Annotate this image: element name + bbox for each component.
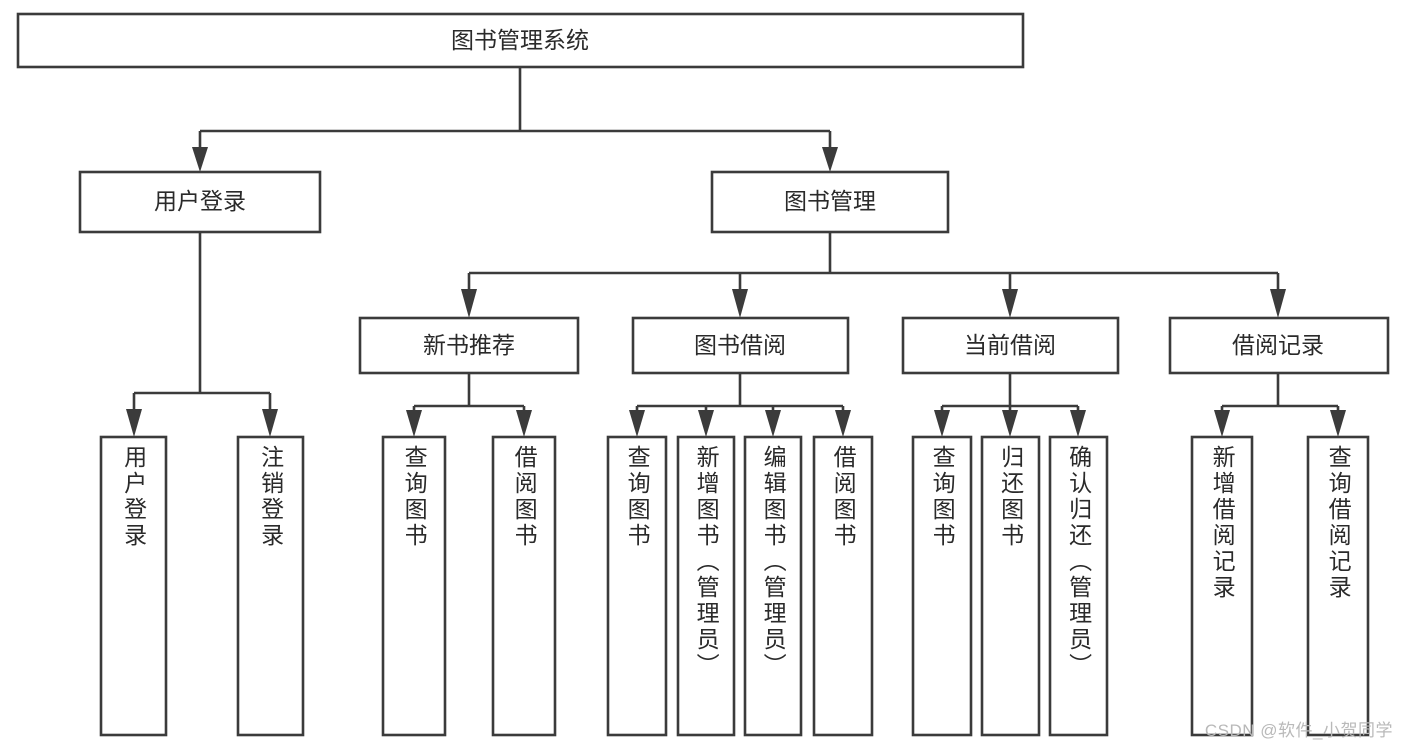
leaf-user-login-login-box[interactable] xyxy=(99,435,168,737)
leaf-currentborrow-query-label: 查询图书 xyxy=(929,445,956,549)
leaf-user-login-login-label: 用户登录 xyxy=(120,445,147,549)
leaf-bookborrow-query[interactable]: 查询图书 xyxy=(606,435,668,737)
arrow-head-newbook-leaf1 xyxy=(406,410,422,437)
leaf-bookborrow-query-label: 查询图书 xyxy=(624,445,651,549)
node-new-book-recommend[interactable]: 新书推荐 xyxy=(358,316,580,375)
leaf-newbook-query[interactable]: 查询图书 xyxy=(381,435,447,737)
arrow-head-borrow-records xyxy=(1270,289,1286,318)
leaf-bookborrow-query-label-wrap: 查询图书 xyxy=(624,445,651,549)
leaf-records-query-box[interactable] xyxy=(1306,435,1370,737)
leaf-currentborrow-query-box[interactable] xyxy=(911,435,973,737)
leaf-records-add-label: 新增借阅记录 xyxy=(1209,445,1236,601)
leaf-records-add-label-wrap: 新增借阅记录 xyxy=(1209,445,1236,601)
leaf-records-query-label: 查询借阅记录 xyxy=(1325,445,1352,601)
leaf-newbook-borrow-box[interactable] xyxy=(491,435,557,737)
arrow-head-book-mgmt xyxy=(822,147,838,172)
arrow-head-book-borrow xyxy=(732,289,748,318)
leaf-currentborrow-confirm-box[interactable] xyxy=(1048,435,1109,737)
arrow-head-borrowrecords-leaf2 xyxy=(1330,410,1346,437)
arrow-head-currentborrow-leaf1 xyxy=(934,410,950,437)
node-borrow-records[interactable]: 借阅记录 xyxy=(1168,316,1390,375)
leaf-bookborrow-edit-box[interactable] xyxy=(743,435,803,737)
leaf-currentborrow-return-label: 归还图书 xyxy=(997,445,1024,549)
leaf-bookborrow-add-label-wrap: 新增图书（管理员） xyxy=(693,445,720,679)
node-book-borrow-label: 图书借阅 xyxy=(694,332,786,358)
connector-layer xyxy=(126,67,1346,437)
node-book-borrow-box[interactable] xyxy=(631,316,850,375)
leaf-bookborrow-query-box[interactable] xyxy=(606,435,668,737)
arrow-head-bookborrow-leaf3 xyxy=(765,410,781,437)
leaf-records-add[interactable]: 新增借阅记录 xyxy=(1190,435,1254,737)
leaf-records-query[interactable]: 查询借阅记录 xyxy=(1306,435,1370,737)
leaf-currentborrow-confirm-label-wrap: 确认归还（管理员） xyxy=(1065,445,1092,679)
arrow-head-currentborrow-leaf2 xyxy=(1002,410,1018,437)
node-new-book-recommend-box[interactable] xyxy=(358,316,580,375)
node-root-system-label: 图书管理系统 xyxy=(451,27,589,53)
leaf-bookborrow-edit[interactable]: 编辑图书（管理员） xyxy=(743,435,803,737)
node-book-management-label: 图书管理 xyxy=(784,188,876,214)
arrow-head-user-login xyxy=(192,147,208,172)
leaf-bookborrow-borrow-box[interactable] xyxy=(812,435,874,737)
node-user-login[interactable]: 用户登录 xyxy=(78,170,322,234)
node-borrow-records-label: 借阅记录 xyxy=(1232,332,1324,358)
node-new-book-recommend-label: 新书推荐 xyxy=(423,332,515,358)
leaf-user-login-login-label-wrap: 用户登录 xyxy=(120,445,147,549)
leaf-newbook-query-box[interactable] xyxy=(381,435,447,737)
leaf-newbook-query-label: 查询图书 xyxy=(401,445,428,549)
leaf-bookborrow-edit-label-wrap: 编辑图书（管理员） xyxy=(760,445,787,679)
arrow-head-currentborrow-leaf3 xyxy=(1070,410,1086,437)
node-book-management-box[interactable] xyxy=(710,170,950,234)
leaf-user-login-logout-box[interactable] xyxy=(236,435,305,737)
leaf-user-login-logout-label-wrap: 注销登录 xyxy=(257,445,284,549)
leaf-newbook-query-label-wrap: 查询图书 xyxy=(401,445,428,549)
leaf-currentborrow-confirm-label: 确认归还（管理员） xyxy=(1065,445,1092,679)
leaf-bookborrow-borrow-label: 借阅图书 xyxy=(830,445,857,549)
arrow-head-userlogin-leaf1 xyxy=(126,409,142,437)
node-user-login-box[interactable] xyxy=(78,170,322,234)
arrow-head-bookborrow-leaf2 xyxy=(698,410,714,437)
leaf-bookborrow-borrow[interactable]: 借阅图书 xyxy=(812,435,874,737)
node-current-borrow[interactable]: 当前借阅 xyxy=(901,316,1120,375)
node-book-borrow[interactable]: 图书借阅 xyxy=(631,316,850,375)
leaf-currentborrow-confirm[interactable]: 确认归还（管理员） xyxy=(1048,435,1109,737)
leaf-bookborrow-borrow-label-wrap: 借阅图书 xyxy=(830,445,857,549)
leaf-bookborrow-edit-label: 编辑图书（管理员） xyxy=(760,445,787,679)
arrow-head-newbook-leaf2 xyxy=(516,410,532,437)
leaf-currentborrow-query-label-wrap: 查询图书 xyxy=(929,445,956,549)
leaf-user-login-logout-label: 注销登录 xyxy=(257,445,284,549)
leaf-bookborrow-add-label: 新增图书（管理员） xyxy=(693,445,720,679)
leaf-newbook-borrow[interactable]: 借阅图书 xyxy=(491,435,557,737)
leaf-newbook-borrow-label: 借阅图书 xyxy=(511,445,538,549)
leaf-currentborrow-return[interactable]: 归还图书 xyxy=(980,435,1041,737)
arrow-head-bookborrow-leaf1 xyxy=(629,410,645,437)
arrow-head-borrowrecords-leaf1 xyxy=(1214,410,1230,437)
leaf-currentborrow-query[interactable]: 查询图书 xyxy=(911,435,973,737)
arrow-head-new-book xyxy=(461,289,477,318)
leaf-currentborrow-return-box[interactable] xyxy=(980,435,1041,737)
node-current-borrow-label: 当前借阅 xyxy=(964,332,1056,358)
leaf-user-login-login[interactable]: 用户登录 xyxy=(99,435,168,737)
node-current-borrow-box[interactable] xyxy=(901,316,1120,375)
leaf-bookborrow-add-box[interactable] xyxy=(676,435,736,737)
arrow-head-userlogin-leaf2 xyxy=(262,409,278,437)
leaf-records-query-label-wrap: 查询借阅记录 xyxy=(1325,445,1352,601)
watermark: CSDN @软件_小贺同学 xyxy=(1204,721,1393,740)
node-user-login-label: 用户登录 xyxy=(154,188,246,214)
node-root-system-box[interactable] xyxy=(16,12,1025,69)
leaf-currentborrow-return-label-wrap: 归还图书 xyxy=(997,445,1024,549)
leaf-user-login-logout[interactable]: 注销登录 xyxy=(236,435,305,737)
arrow-head-current-borrow xyxy=(1002,289,1018,318)
leaf-newbook-borrow-label-wrap: 借阅图书 xyxy=(511,445,538,549)
arrow-head-bookborrow-leaf4 xyxy=(835,410,851,437)
node-book-management[interactable]: 图书管理 xyxy=(710,170,950,234)
leaf-bookborrow-add[interactable]: 新增图书（管理员） xyxy=(676,435,736,737)
node-borrow-records-box[interactable] xyxy=(1168,316,1390,375)
leaf-records-add-box[interactable] xyxy=(1190,435,1254,737)
node-root-system[interactable]: 图书管理系统 xyxy=(16,12,1025,69)
